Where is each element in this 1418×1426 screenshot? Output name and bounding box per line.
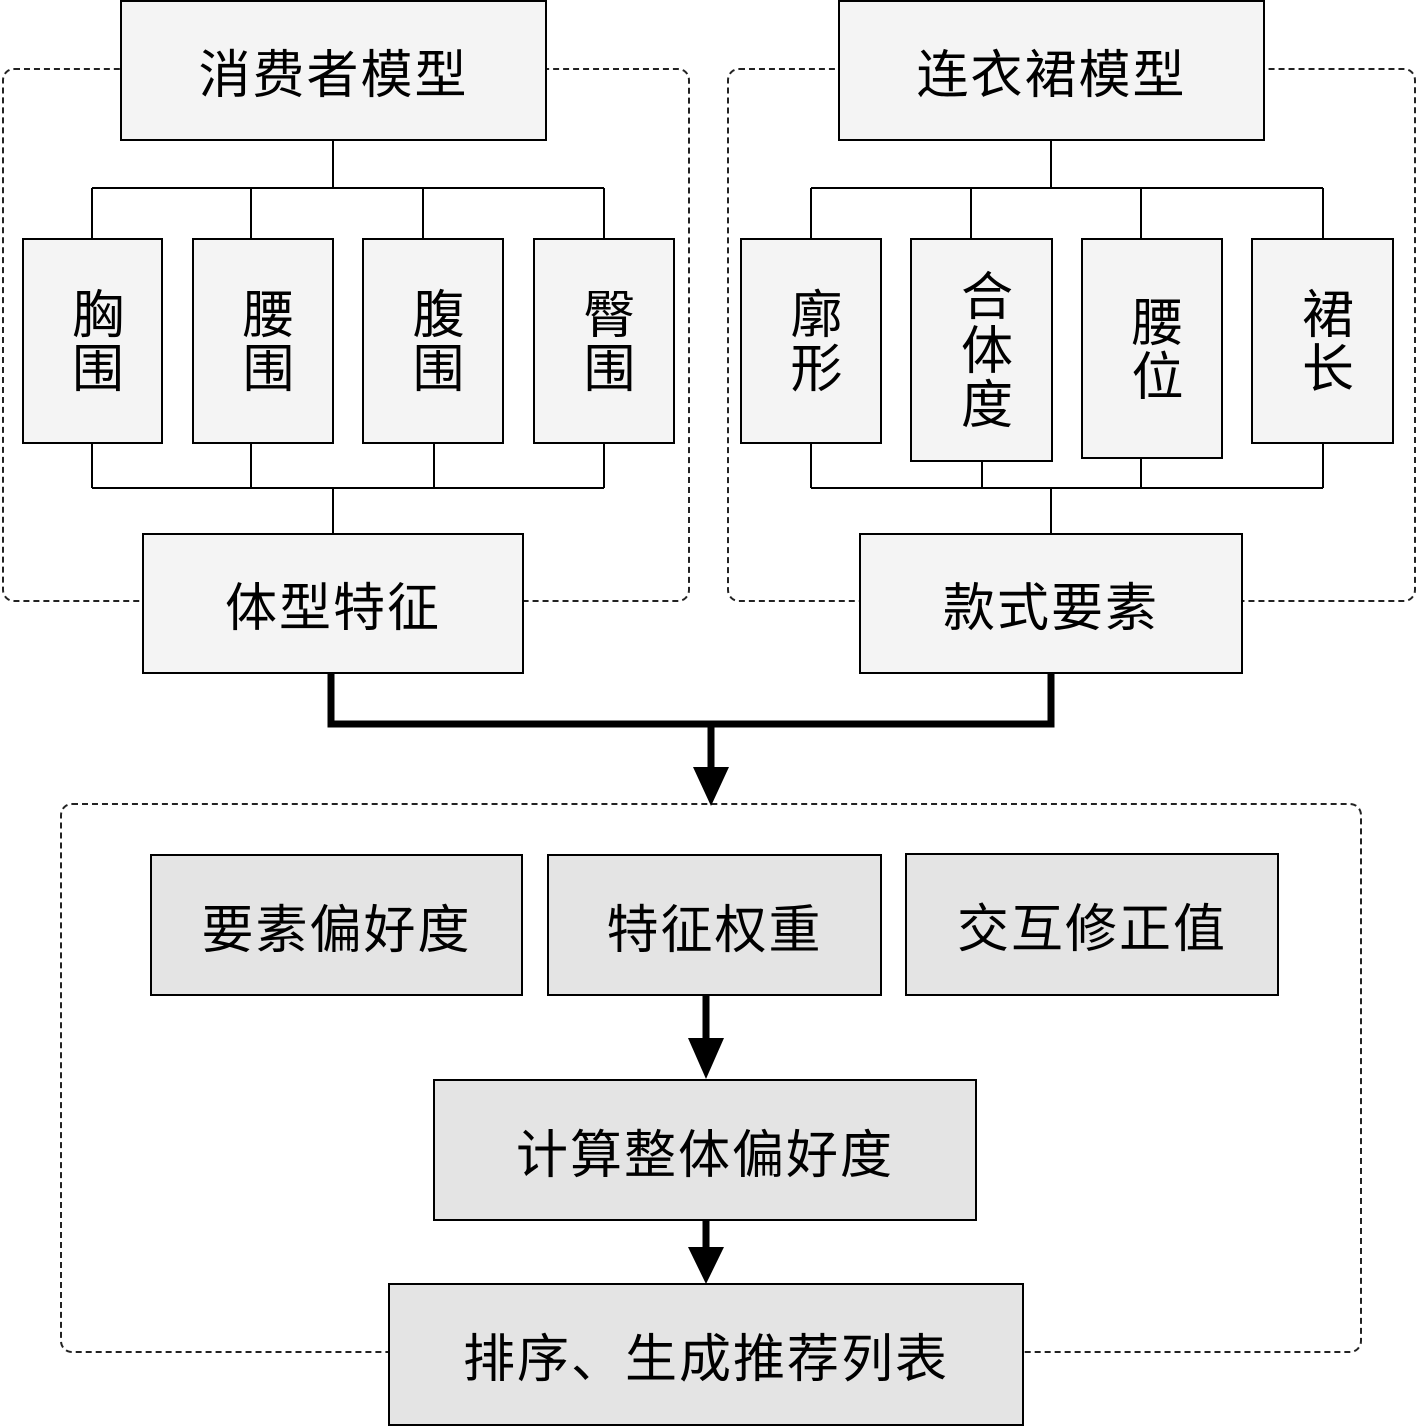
interaction-correction-label: 交互修正值 (956, 900, 1227, 960)
dress-model-title: 连衣裙模型 (916, 46, 1187, 106)
style-elements-box: 款式要素 (859, 533, 1243, 674)
dress-model-box: 连衣裙模型 (838, 0, 1265, 141)
waist-box: 腰围 (192, 238, 334, 444)
chest-box: 胸围 (22, 238, 163, 444)
arrow-head-overall (688, 1247, 724, 1284)
fit-box: 合体度 (910, 238, 1053, 462)
overall-preference-box: 计算整体偏好度 (433, 1079, 977, 1221)
element-preference-label: 要素偏好度 (201, 900, 472, 961)
chest-label: 胸围 (62, 287, 123, 395)
feature-weights-label: 特征权重 (606, 900, 823, 961)
consumer-model-title: 消费者模型 (198, 46, 469, 106)
interaction-correction-box: 交互修正值 (905, 853, 1279, 996)
arrow-head-merge (693, 767, 729, 806)
element-preference-box: 要素偏好度 (150, 854, 523, 996)
arrow-head-weights (688, 1038, 724, 1079)
skirt-length-box: 裙长 (1251, 238, 1394, 444)
consumer-model-box: 消费者模型 (120, 0, 547, 141)
skirt-length-label: 裙长 (1292, 287, 1353, 395)
fit-label: 合体度 (951, 269, 1012, 431)
waist-label: 腰围 (233, 287, 293, 395)
silhouette-box: 廓形 (740, 238, 882, 444)
style-elements-label: 款式要素 (942, 579, 1159, 639)
recommendation-list-box: 排序、生成推荐列表 (388, 1283, 1024, 1426)
waistline-box: 腰位 (1081, 238, 1223, 459)
abdomen-box: 腹围 (362, 238, 504, 444)
hip-box: 臀围 (533, 238, 675, 444)
feature-weights-box: 特征权重 (547, 854, 882, 996)
abdomen-label: 腹围 (403, 287, 463, 395)
overall-preference-label: 计算整体偏好度 (515, 1125, 894, 1186)
body-features-box: 体型特征 (142, 533, 524, 674)
silhouette-label: 廓形 (781, 287, 841, 395)
recommendation-list-label: 排序、生成推荐列表 (462, 1330, 949, 1390)
body-features-label: 体型特征 (224, 579, 441, 639)
hip-label: 臀围 (574, 287, 634, 395)
waistline-label: 腰位 (1122, 294, 1182, 403)
